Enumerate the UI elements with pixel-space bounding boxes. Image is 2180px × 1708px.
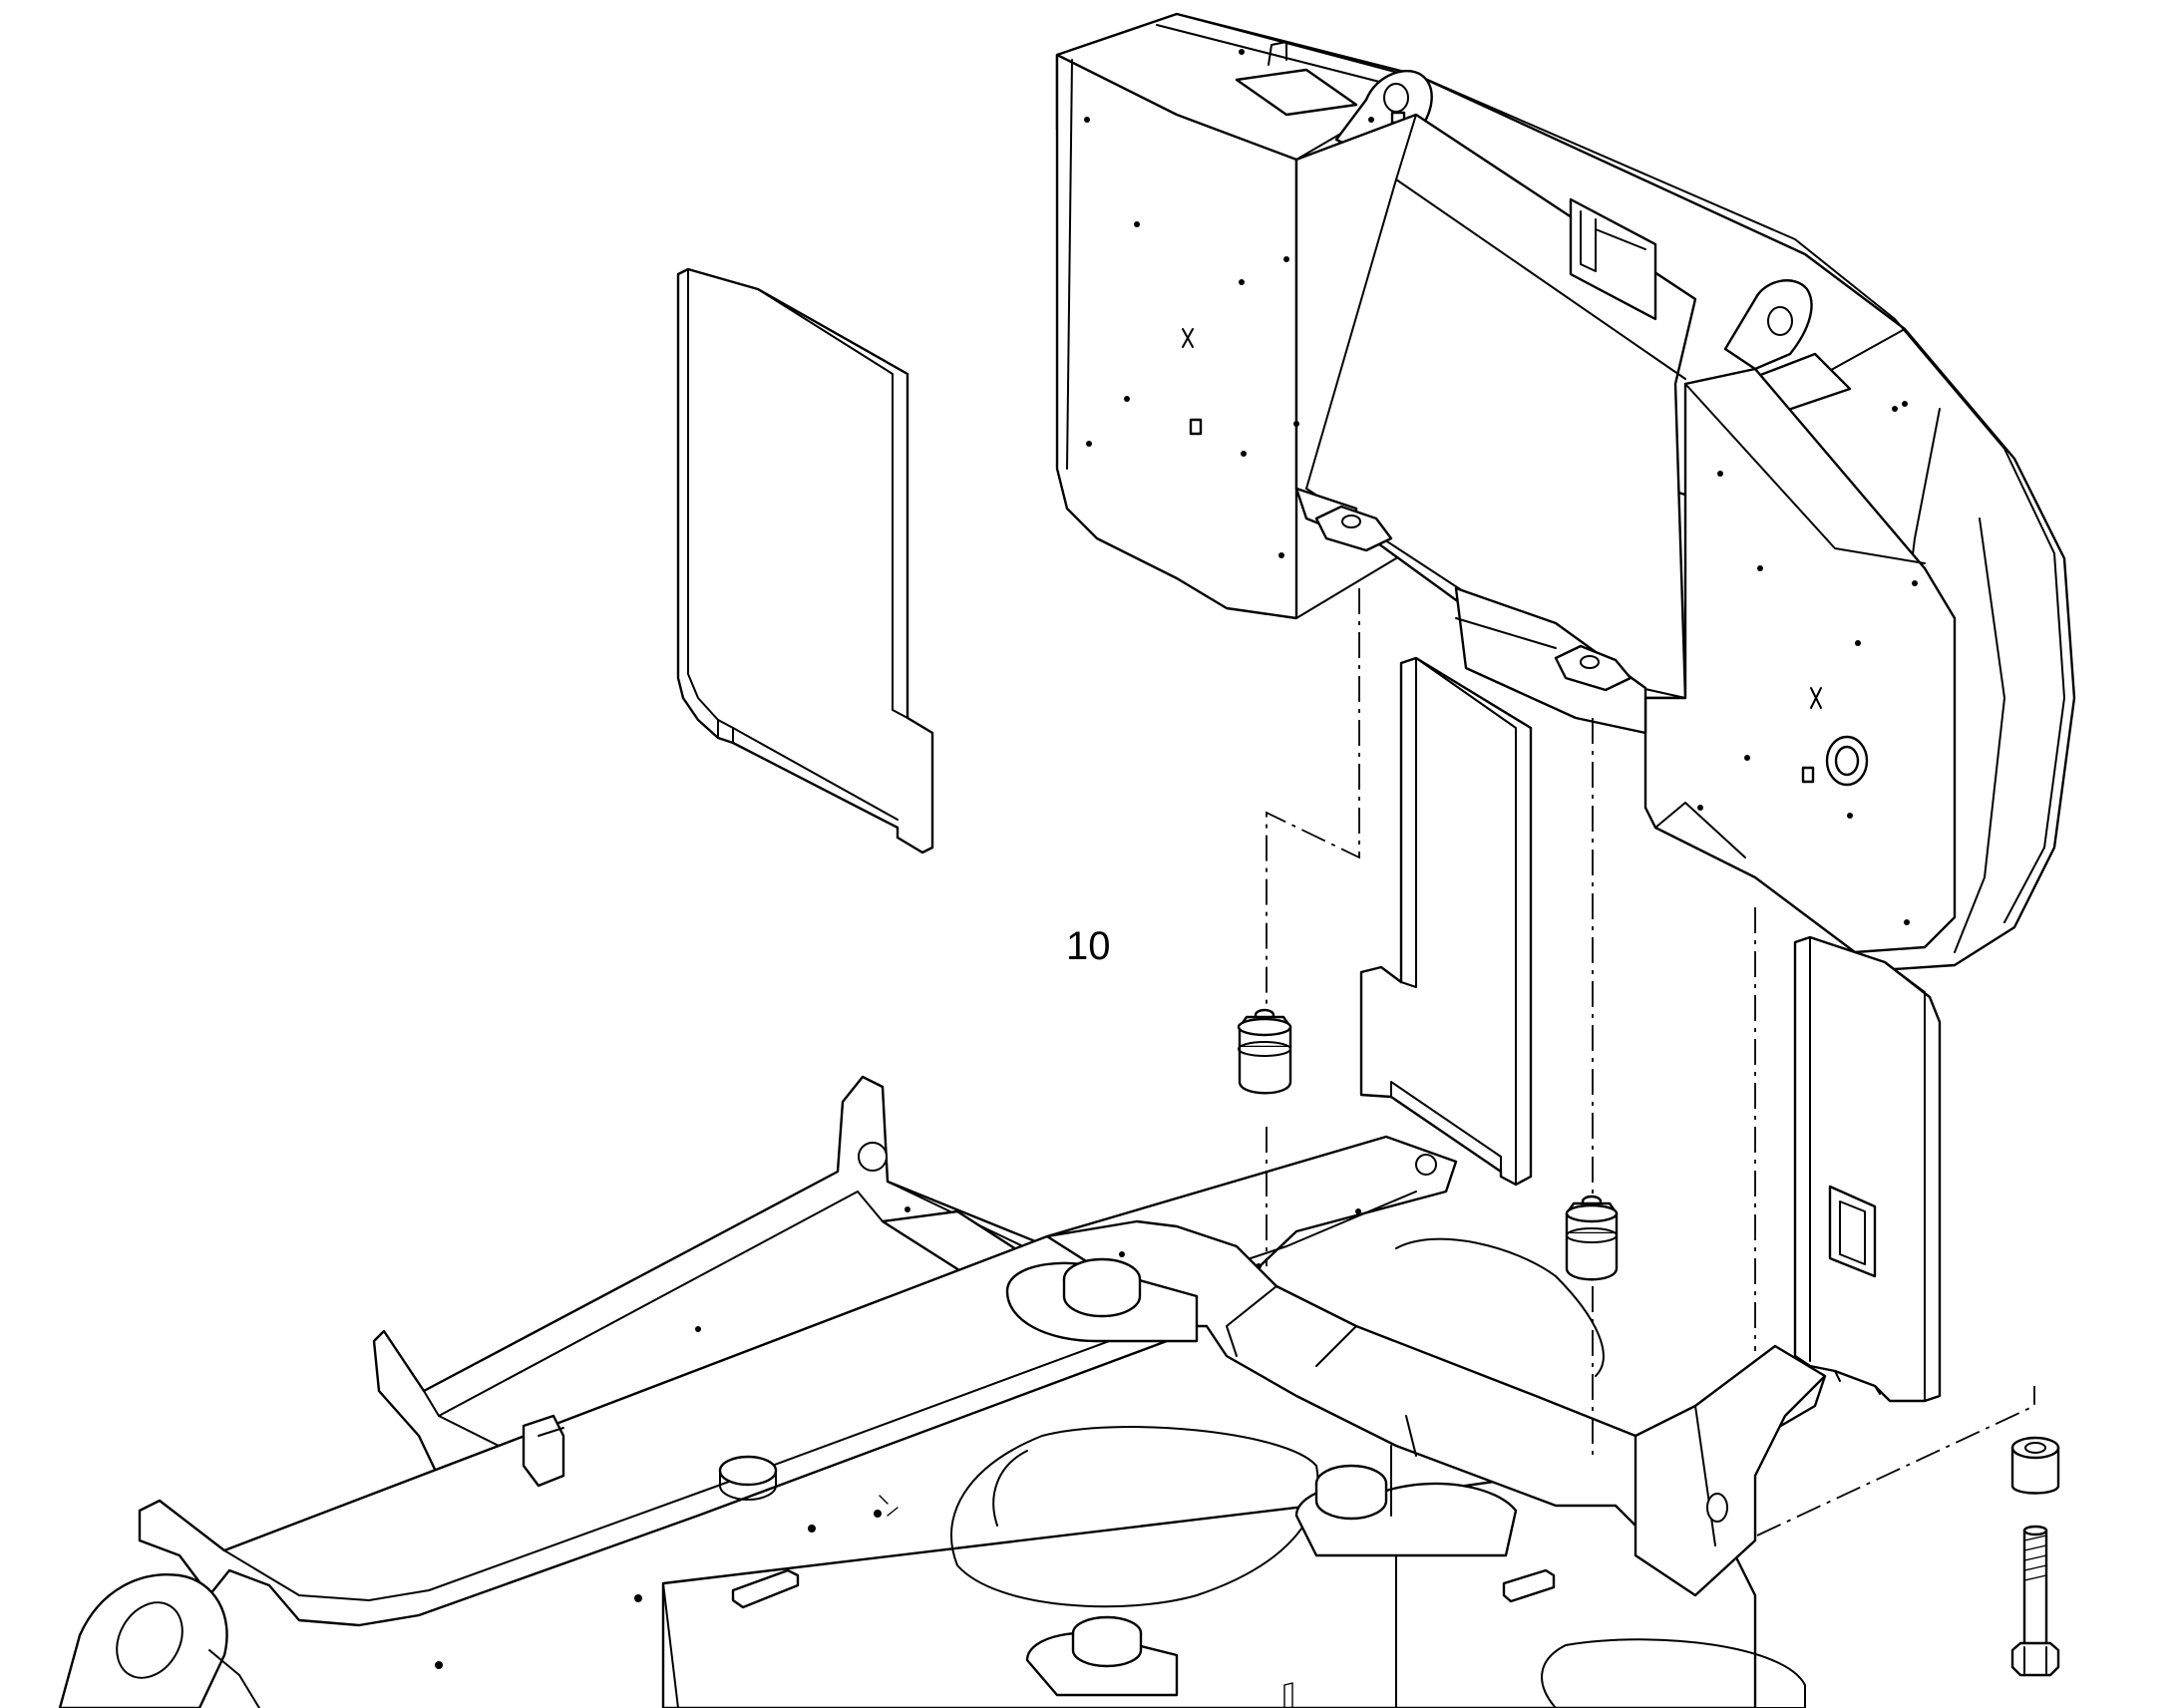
counterweight-bolt-dots [1084,49,1918,925]
frame-mount-pad-1 [1005,1257,1199,1343]
rubber-stopper-2 [1565,1195,1619,1281]
frame-mount-pad-4 [718,1455,778,1501]
frame-stop-block-2 [1502,1568,1556,1603]
frame-oval-cutout-1 [949,1426,1319,1608]
counterweight-center-pocket [1454,586,1647,735]
counterweight-left-block [1055,53,1298,620]
upper-frame-chassis [58,1075,1827,1708]
frame-stop-block-3 [522,1414,565,1488]
left-cover-plate [676,267,934,854]
spacer-sleeve [2010,1436,2060,1495]
callout-number-10: 10 [1066,924,1111,968]
frame-mount-pad-2 [1294,1415,1518,1557]
frame-oval-cutout-2 [1541,1638,1806,1708]
mounting-bolt [2010,1525,2060,1677]
rubber-stopper-1 [1237,1008,1292,1095]
counterweight [1055,12,2076,971]
lifting-eye-right [1723,279,1813,371]
right-cover-plate [1793,935,1942,1403]
center-vertical-panel [1359,656,1533,1187]
counterweight-left-bracket [1314,505,1393,552]
frame-center-spine [1045,1219,1827,1528]
frame-stop-block-1 [731,1568,800,1609]
frame-mount-pad-3 [1025,1615,1179,1697]
frame-right-plate [1634,1344,1827,1597]
frame-mount-hole [858,1142,888,1172]
counterweight-slot-tab [1569,197,1657,321]
assembly-center-lines [1266,588,2035,1600]
